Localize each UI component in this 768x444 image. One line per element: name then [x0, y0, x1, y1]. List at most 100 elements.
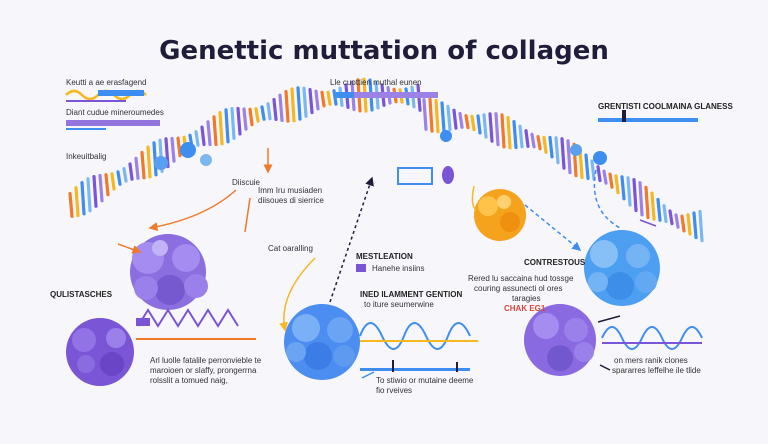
helix-rung [242, 107, 248, 131]
helix-rung [80, 180, 86, 216]
mes-legend-swatch [356, 264, 366, 272]
helix-rung [560, 137, 566, 170]
helix-rung [668, 209, 674, 226]
helix-rung [506, 116, 512, 150]
blue-protein-cluster-right [584, 230, 660, 306]
helix-rung [434, 98, 440, 134]
helix-rung [302, 86, 308, 118]
helix-rung [200, 125, 206, 147]
helix-rung [326, 90, 332, 106]
arrows [117, 148, 657, 379]
helix-rung [272, 98, 278, 121]
helix-rung [86, 177, 92, 213]
label-top-center: Lle cuottien muthal eunen [330, 78, 422, 87]
helix-rung [212, 115, 218, 147]
label-right-desc-2: couring assunecti ol ores [474, 284, 563, 293]
legend-strand-center [336, 92, 438, 98]
label-ined-heading: INED ILAMMENT GENTION [360, 290, 463, 299]
helix-rung [638, 181, 644, 217]
helix-rung [440, 101, 446, 133]
orange-protein-cluster [474, 189, 526, 241]
label-right-bottom-1: on mers ranik clones [614, 356, 688, 365]
label-cat-overalling: Cat oaralling [268, 244, 313, 253]
helix-rung [236, 106, 242, 136]
helix-rung [590, 159, 596, 181]
label-top-right: GRENTISTI COOLMAINA GLANESS [598, 102, 733, 111]
helix-rung [584, 153, 590, 180]
helix-rung [254, 107, 260, 123]
helix-rung [470, 114, 476, 132]
label-right-red: CHAK EG1 [504, 304, 546, 313]
helix-rung [332, 89, 338, 106]
helix-rung [614, 174, 620, 195]
purple-protein-cluster-top [130, 234, 208, 310]
legend-strand-2 [66, 120, 160, 130]
helix-rung [458, 111, 464, 129]
helix-rung [452, 108, 458, 130]
helix-rung [644, 185, 650, 220]
helix-rung [566, 139, 572, 175]
helix-rung [620, 175, 626, 201]
helix-rung [170, 136, 176, 163]
helix-rung [596, 165, 602, 183]
helix-rung [548, 135, 554, 159]
helix-rung [176, 136, 182, 158]
helix-rung [542, 135, 548, 154]
label-top-left-1: Keutti a ae erasfagend [66, 78, 147, 87]
helix-rung [290, 87, 296, 123]
helix-rung [500, 113, 506, 149]
label-disease: Diiscuie [232, 178, 261, 187]
helix-rung [98, 173, 104, 203]
helix-rung [314, 89, 320, 111]
helix-rung [122, 166, 128, 183]
helix-rung [146, 145, 152, 179]
label-left-heading: QULISTASCHES [50, 290, 113, 299]
helix-rung [656, 197, 662, 222]
helix-rung [494, 112, 500, 147]
helix-rung [602, 169, 608, 185]
helix-rung [518, 124, 524, 149]
helix-rung [632, 178, 638, 213]
label-right-desc-1: Rered lu saccaina hud tossge [468, 274, 574, 283]
helix-rung [488, 112, 494, 143]
helix-rung [230, 106, 236, 140]
helix-rung [152, 141, 158, 177]
legend-strand-1 [65, 89, 147, 102]
legend-strand-right [598, 110, 698, 122]
label-left-desc-2: maroioen or slaffy, prongerrna [150, 366, 257, 375]
helix-rung [218, 111, 224, 146]
helix-rung [428, 97, 434, 133]
label-mes-legend: Hanehe insiins [372, 264, 425, 273]
helix-rung [308, 88, 314, 115]
collagen-helix [68, 77, 704, 243]
label-mes-heading: MESTLEATION [356, 252, 413, 261]
helix-rung [92, 174, 98, 208]
helix-rung [446, 104, 452, 132]
helix-rung [206, 120, 212, 147]
helix-rung [320, 90, 326, 108]
helix-rung [74, 186, 80, 218]
label-right-bottom-2: spararres leffelhe ile tlide [612, 366, 701, 375]
helix-rung [134, 156, 140, 180]
wave-right [601, 326, 703, 350]
blue-protein-cluster-center [284, 304, 360, 380]
label-bottom-center-1: To stiwio or mutaine deeme [376, 376, 474, 385]
helix-rung [680, 214, 686, 233]
helix-rung [116, 170, 122, 186]
wave-center [359, 322, 478, 372]
helix-rung [476, 114, 482, 135]
helix-rung [674, 213, 680, 229]
helix-rung [194, 130, 200, 147]
label-right-heading: CONTRESTOUS [524, 258, 586, 267]
label-top-left-3: Inkeuitbalig [66, 152, 107, 161]
label-bottom-center-2: fio rveives [376, 386, 413, 395]
helix-rung [284, 89, 290, 123]
helix-rung [512, 120, 518, 150]
helix-rung [650, 191, 656, 221]
helix-rung [224, 108, 230, 144]
purple-protein-cluster-right [524, 304, 596, 376]
helix-rung [536, 134, 542, 151]
helix-rung [524, 129, 530, 148]
helix-rung [104, 173, 110, 197]
